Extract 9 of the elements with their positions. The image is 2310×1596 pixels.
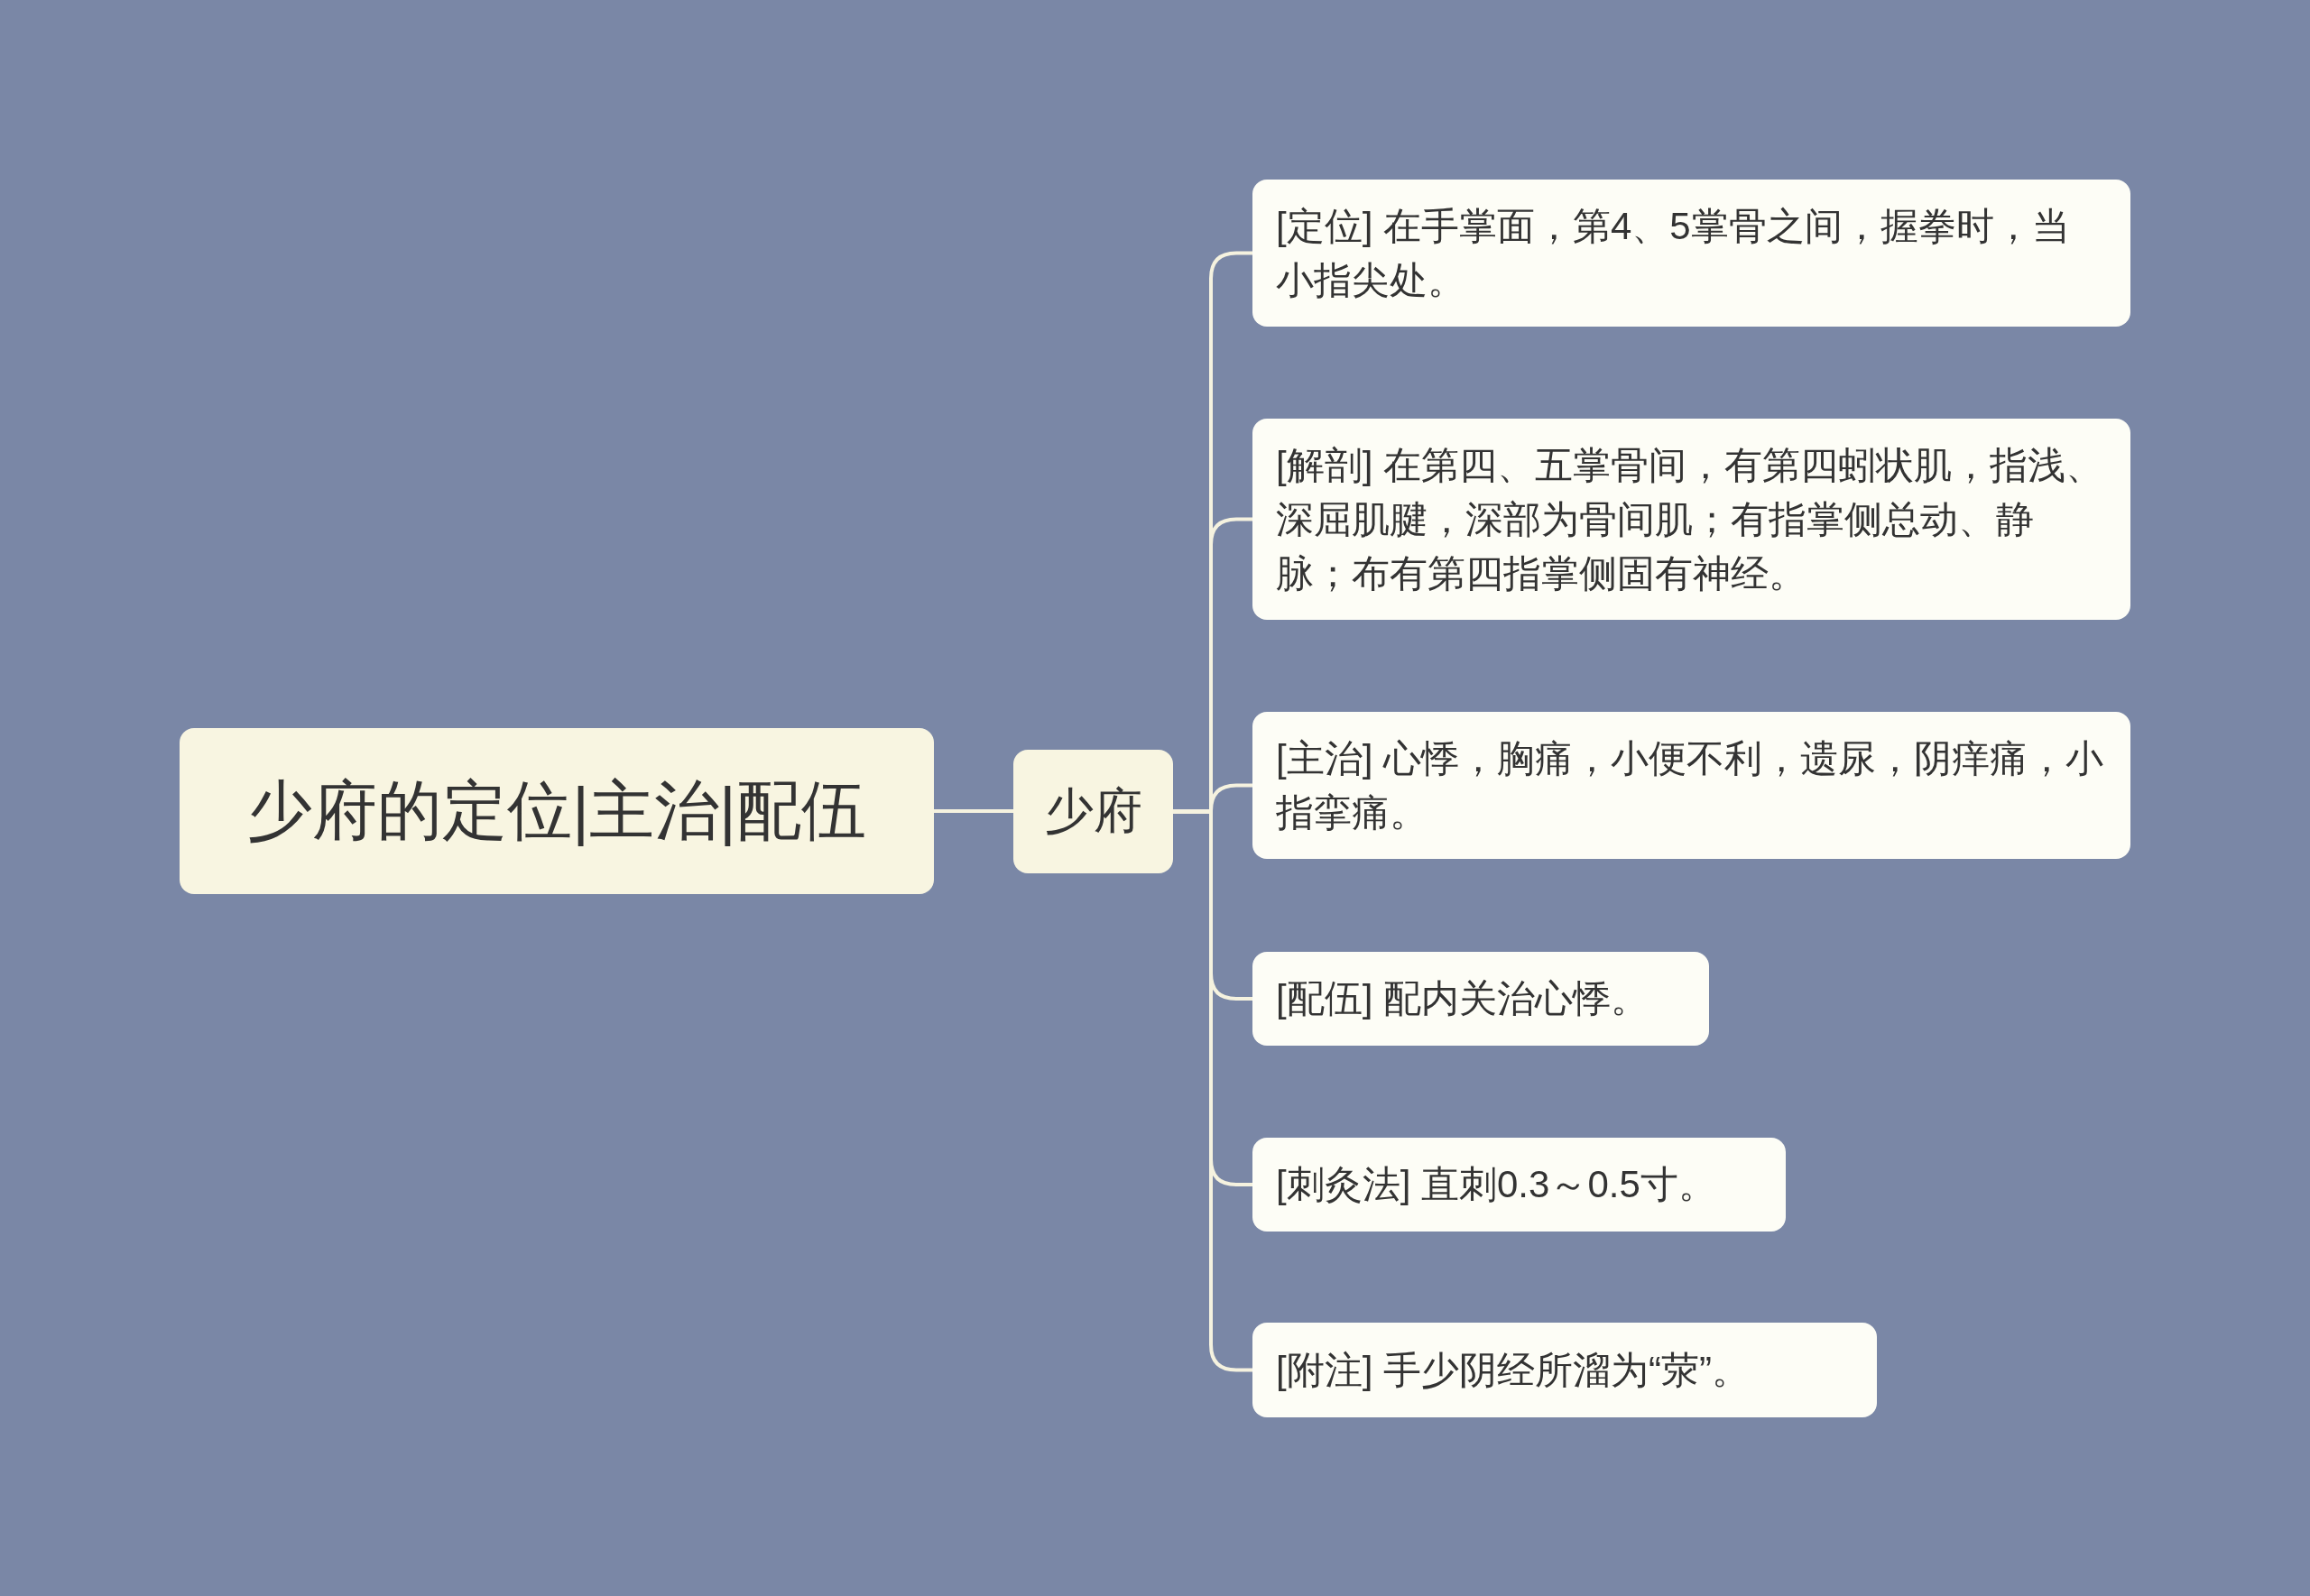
subtopic-box: [刺灸法] 直刺0.3～0.5寸。 xyxy=(1252,1138,1786,1232)
subtopic-box: [配伍] 配内关治心悸。 xyxy=(1252,952,1709,1046)
topic-box: 少府 xyxy=(1013,750,1173,873)
subtopic-box: [定位] 在手掌面，第4、5掌骨之间，握拳时，当小指尖处。 xyxy=(1252,180,2130,327)
subtopic-box: [解剖] 在第四、五掌骨间，有第四蚓状肌，指浅、深屈肌腱，深部为骨间肌；有指掌侧总动、静脉；布有第四指掌侧固有神经。 xyxy=(1252,419,2130,620)
subtopic-box: [附注] 手少阴经所溜为“荥”。 xyxy=(1252,1323,1877,1417)
root-topic-box: 少府的定位|主治|配伍 xyxy=(180,728,934,894)
subtopic-box: [主治] 心悸，胸痛，小便不利，遗尿，阴痒痛，小指挛痛。 xyxy=(1252,712,2130,859)
connector-line xyxy=(934,809,1013,813)
